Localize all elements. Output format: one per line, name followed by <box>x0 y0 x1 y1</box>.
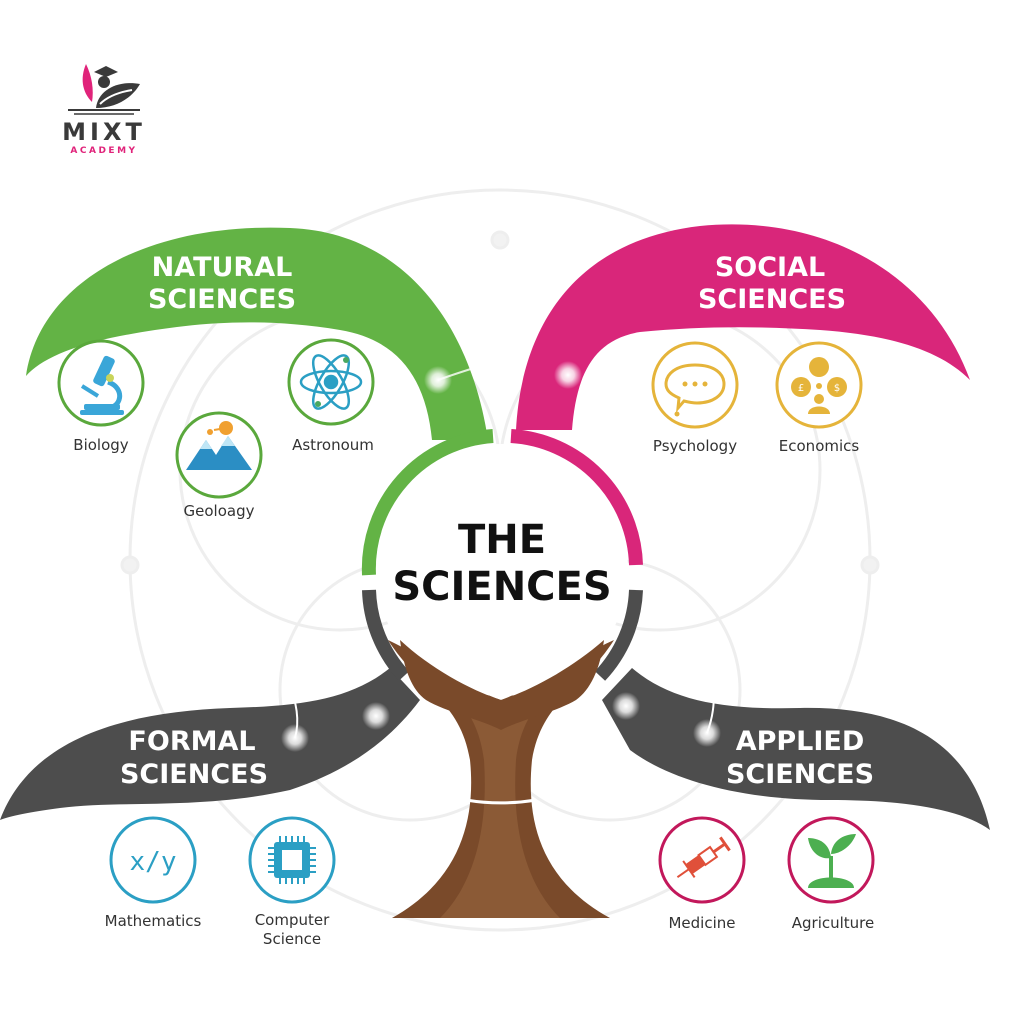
branch-natural-sciences: NATURAL SCIENCES <box>26 227 488 440</box>
branch-natural-title-line1: NATURAL <box>152 252 293 283</box>
chip-icon <box>268 836 316 884</box>
mountain-icon <box>186 421 252 470</box>
x-over-y-icon: x/y <box>130 847 177 877</box>
logo-name: MIXT <box>62 118 146 146</box>
item-medicine[interactable]: Medicine <box>658 816 746 932</box>
item-label-line2: Science <box>263 930 321 948</box>
item-mathematics[interactable]: x/y Mathematics <box>105 816 202 930</box>
svg-text:$: $ <box>834 383 840 394</box>
center-circle <box>376 444 628 696</box>
connector-nodes <box>281 359 721 752</box>
center-title-line2: SCIENCES <box>392 564 611 610</box>
item-label: Biology <box>73 436 129 454</box>
atom-icon <box>299 354 363 410</box>
svg-text:£: £ <box>798 383 804 394</box>
center-title-line1: THE <box>458 517 546 563</box>
item-label: Economics <box>779 437 860 455</box>
center-ring <box>361 429 643 681</box>
logo: MIXT ACADEMY <box>62 64 146 156</box>
trunk-top <box>400 640 604 730</box>
microscope-icon <box>80 355 124 415</box>
item-economics[interactable]: £ $ Economics <box>775 341 863 455</box>
branch-applied-sciences: APPLIED SCIENCES <box>602 668 990 830</box>
glow-node-icon <box>362 702 390 730</box>
glow-node-icon <box>612 692 640 720</box>
item-label: Agriculture <box>792 914 875 932</box>
item-computer-science[interactable]: Computer Science <box>248 816 336 948</box>
item-label: Astronoum <box>292 436 374 454</box>
item-label: Geoloagy <box>184 502 255 520</box>
syringe-icon <box>676 836 731 879</box>
sprout-icon <box>808 834 856 888</box>
glow-node-icon <box>424 366 452 394</box>
branch-social-sciences: SOCIAL SCIENCES <box>516 224 970 430</box>
item-label: Psychology <box>653 437 737 455</box>
glow-node-icon <box>554 361 582 389</box>
branch-social-title-line1: SOCIAL <box>715 252 825 283</box>
item-label: Medicine <box>668 914 735 932</box>
item-agriculture[interactable]: Agriculture <box>787 816 875 932</box>
logo-tagline: ACADEMY <box>70 146 137 156</box>
speech-bubble-icon <box>664 363 726 417</box>
currency-people-icon: £ $ <box>791 357 847 414</box>
branch-formal-title-line2: SCIENCES <box>120 759 268 790</box>
item-psychology[interactable]: Psychology <box>651 341 739 455</box>
item-label: Computer <box>255 911 330 929</box>
item-geology[interactable]: Geoloagy <box>175 411 263 520</box>
branch-natural-title-line2: SCIENCES <box>148 284 296 315</box>
branch-formal-title-line1: FORMAL <box>128 726 255 757</box>
tree-trunk <box>388 640 614 918</box>
item-astronomy[interactable]: Astronoum <box>287 338 375 454</box>
branch-formal-sciences: FORMAL SCIENCES <box>0 668 420 820</box>
branch-social-title-line2: SCIENCES <box>698 284 846 315</box>
item-biology[interactable]: Biology <box>57 339 145 454</box>
logo-leaf-icon <box>68 64 140 115</box>
item-label: Mathematics <box>105 912 202 930</box>
branch-applied-title-line2: SCIENCES <box>726 759 874 790</box>
branch-applied-title-line1: APPLIED <box>736 726 865 757</box>
